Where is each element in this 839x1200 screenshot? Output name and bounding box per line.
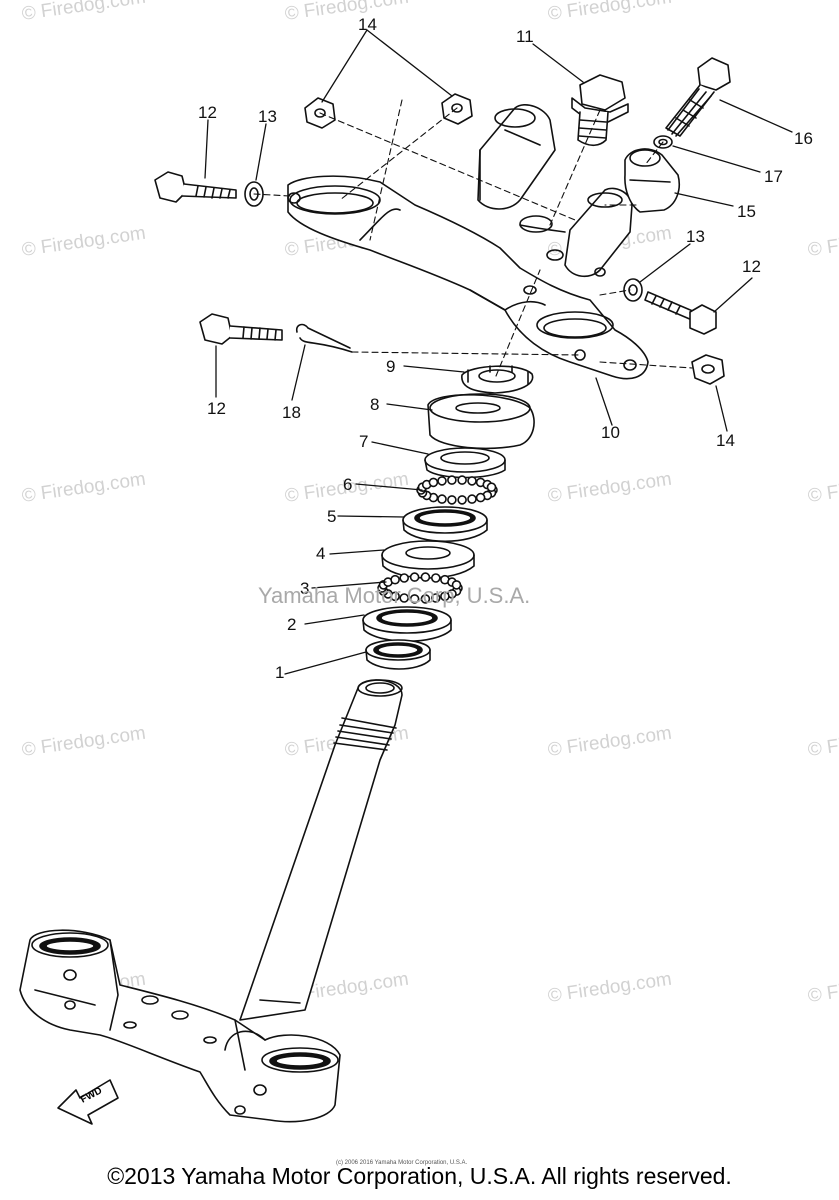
bearing-ball (437, 494, 447, 504)
part-14-nut-lower-right (691, 354, 725, 385)
part-1-cover (365, 639, 431, 670)
callout-14: 14 (358, 15, 377, 34)
bearing-ball (430, 593, 441, 603)
part-7-race (424, 447, 506, 479)
callout-8: 8 (370, 395, 380, 414)
bearing-ball (430, 573, 441, 583)
part-3-balls (377, 572, 463, 604)
copyright-footer: ©2013 Yamaha Motor Corporation, U.S.A. A… (107, 1163, 732, 1189)
bearing-ball (437, 476, 447, 486)
bearing-ball (428, 477, 439, 488)
callout-10: 10 (601, 423, 620, 442)
part-12-bolt-right (644, 291, 717, 335)
callout-7: 7 (359, 432, 369, 451)
center-watermark: Yamaha Motor Corp, U.S.A. (258, 583, 531, 608)
bearing-ball (409, 572, 420, 582)
callout-5: 5 (327, 507, 337, 526)
callout-12: 12 (207, 399, 226, 418)
callout-15: 15 (737, 202, 756, 221)
bearing-ball (447, 475, 457, 485)
part-18-clip (295, 323, 353, 353)
callout-14: 14 (716, 431, 735, 450)
part-12-bolt-lower-left (199, 313, 283, 345)
bearing-ball (420, 572, 431, 582)
callout-2: 2 (287, 615, 297, 634)
callout-17: 17 (764, 167, 783, 186)
part-16-bolt (665, 57, 731, 137)
bearing-ball (420, 594, 431, 604)
bearing-ball (447, 495, 457, 505)
part-13-washer-right (623, 278, 643, 302)
bearing-ball (399, 593, 410, 603)
tiny-copyright: (c) 2006 2016 Yamaha Motor Corporation, … (336, 1160, 468, 1166)
upper-bracket (287, 104, 649, 380)
bearing-ball (390, 574, 400, 585)
part-4-race (381, 540, 475, 579)
bearing-ball (409, 594, 420, 604)
bearing-ball (467, 476, 477, 486)
callout-3: 3 (300, 579, 310, 598)
bearing-ball (486, 482, 497, 493)
callout-13: 13 (258, 107, 277, 126)
callout-13: 13 (686, 227, 705, 246)
steering-stem (239, 679, 403, 1021)
fwd-arrow (57, 1079, 119, 1125)
leader-lines (204, 29, 793, 675)
callout-4: 4 (316, 544, 326, 563)
callout-16: 16 (794, 129, 813, 148)
part-15-holder (624, 148, 680, 213)
callout-12: 12 (198, 103, 217, 122)
part-5-race (402, 506, 488, 543)
part-9-ring-nut (461, 365, 534, 394)
part-12-bolt-upper-left (154, 171, 237, 203)
bearing-ball (475, 492, 486, 503)
bearing-ball (451, 580, 462, 590)
part-14-nut-right (441, 93, 473, 125)
callout-12: 12 (742, 257, 761, 276)
under-bracket (19, 929, 341, 1123)
callout-18: 18 (282, 403, 301, 422)
bearing-ball (457, 475, 467, 485)
callout-9: 9 (386, 357, 396, 376)
part-2-seal (362, 606, 452, 643)
bearing-ball (467, 494, 477, 504)
callout-11: 11 (516, 27, 534, 46)
callout-6: 6 (343, 475, 353, 494)
part-8-cover (427, 393, 535, 450)
part-11-bolt (571, 74, 629, 147)
bearing-ball (457, 495, 467, 505)
callout-1: 1 (275, 663, 285, 682)
alignment-lines (253, 99, 693, 377)
bearing-ball (399, 573, 410, 583)
part-6-balls (416, 475, 498, 505)
bearing-ball (440, 591, 450, 602)
